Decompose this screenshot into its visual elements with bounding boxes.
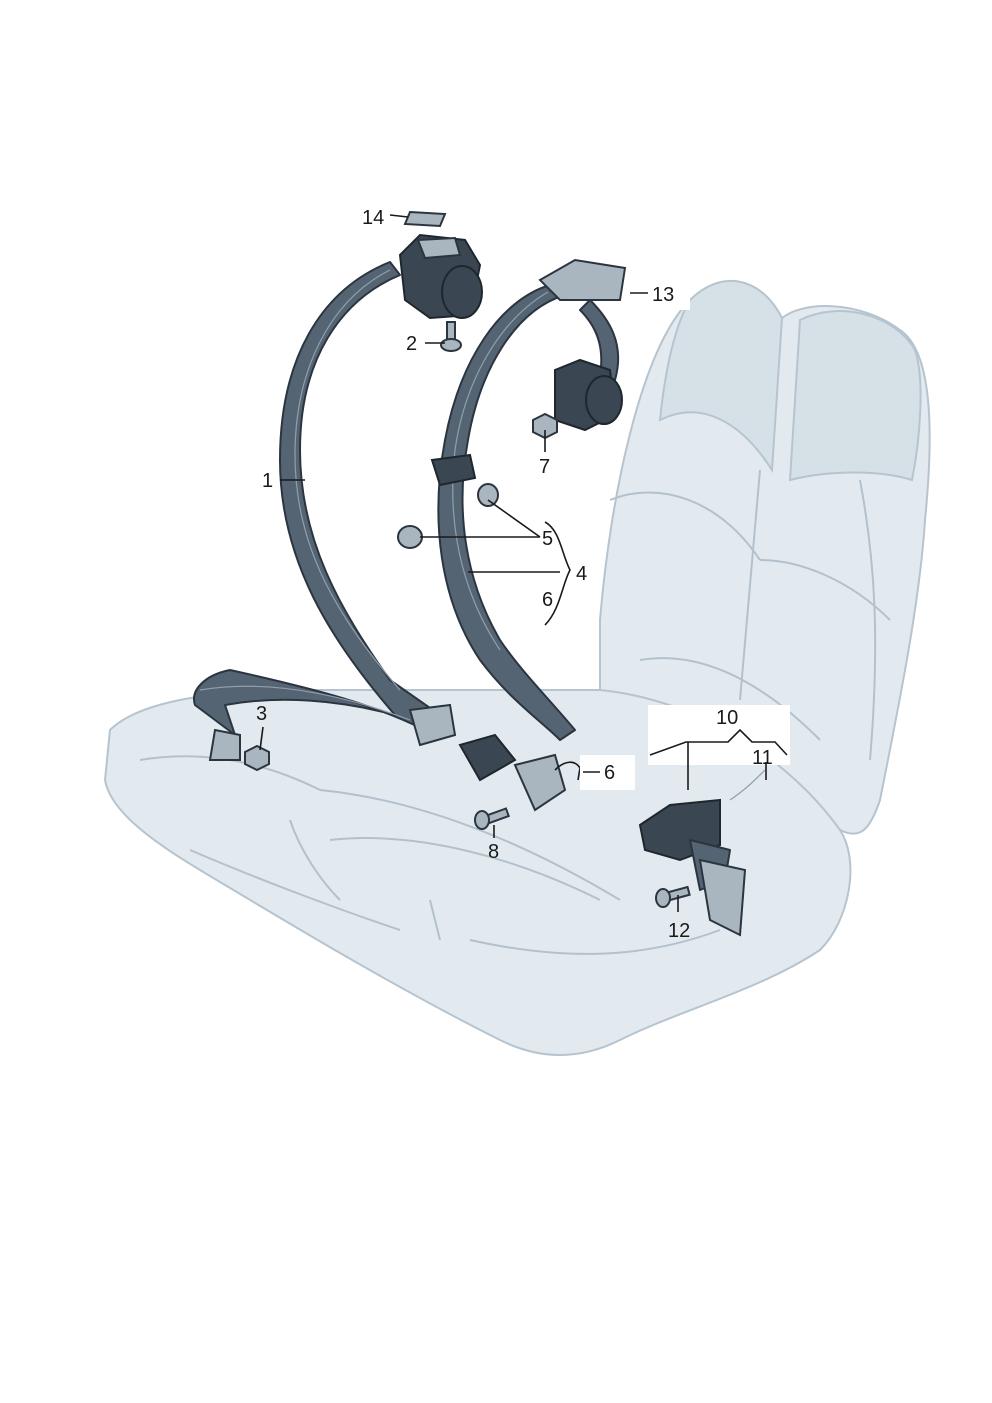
callout-1: 1 <box>262 470 273 492</box>
callout-2: 2 <box>406 333 417 355</box>
cable-6-icon <box>554 761 581 781</box>
bolt-2-icon <box>440 321 462 352</box>
callout-6b: 6 <box>604 762 615 784</box>
label-plate-icon <box>403 210 447 228</box>
callout-8: 8 <box>488 841 499 863</box>
callout-13: 13 <box>652 284 674 306</box>
callout-14: 14 <box>362 207 384 229</box>
nut-3-icon <box>244 744 270 772</box>
retractor-left <box>398 233 483 320</box>
callouts: 14 2 1 3 5 4 6 6 7 8 13 10 11 12 <box>256 207 773 942</box>
bolt-8-icon <box>474 807 510 830</box>
callout-12: 12 <box>668 920 690 942</box>
seat-belt-left <box>193 261 457 761</box>
seat-belt-center <box>430 258 627 812</box>
callout-3: 3 <box>256 703 267 725</box>
callout-10: 10 <box>716 707 738 729</box>
callout-7: 7 <box>539 456 550 478</box>
cap-5a-icon <box>477 483 499 507</box>
buckle-assembly-right <box>638 769 766 937</box>
callout-4: 4 <box>576 563 587 585</box>
callout-6a: 6 <box>542 589 553 611</box>
nut-7-icon <box>532 412 558 440</box>
callout-5: 5 <box>542 528 553 550</box>
seat-cushion <box>103 689 852 1056</box>
callout-11: 11 <box>752 747 773 769</box>
cap-5b-icon <box>397 525 423 549</box>
seat-backrest <box>599 279 931 835</box>
leader-lines <box>259 214 788 912</box>
